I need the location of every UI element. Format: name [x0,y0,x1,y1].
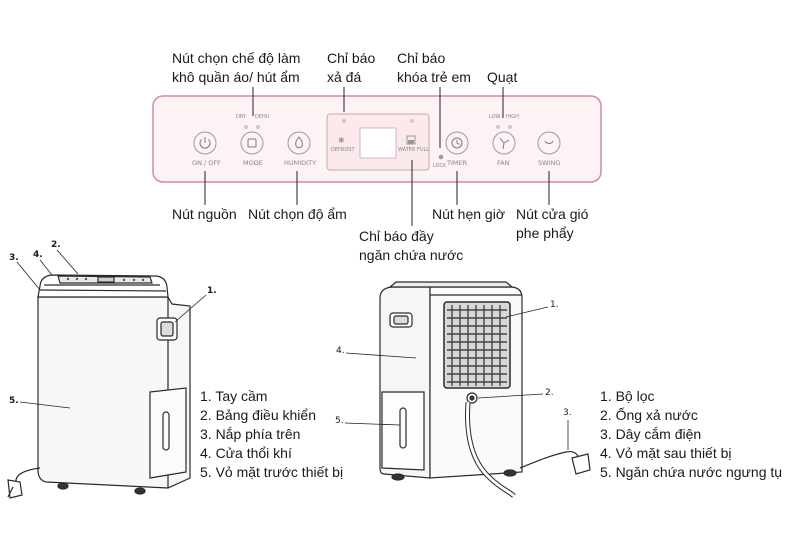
power-icon [199,139,211,149]
callout-defrost-indicator: Chỉ báo xả đá [327,50,376,85]
legend-item: 5. Vỏ mặt trước thiết bị [200,464,344,480]
swing-button-caption: SWING [538,159,561,167]
humidity-button-caption: HUMIDITY [284,159,317,167]
svg-text:❄: ❄ [338,136,345,145]
defrost-caption: DEFROST [331,147,355,153]
mode-icon [247,138,257,148]
front-number-4: 4. [33,250,43,260]
front-number-2: 2. [51,240,61,250]
legend-item: 2. Bảng điều khiển [200,407,316,423]
front-unit-drawing [7,274,191,499]
back-view-legend: 1. Bộ lọc 2. Ống xả nước 3. Dây cắm điện… [600,387,782,482]
callout-power-button: Nút nguồn [172,206,237,222]
clock-icon [451,137,463,149]
legend-item: 3. Dây cắm điện [600,426,702,442]
callout-water-full-indicator: Chỉ báo đầy ngăn chứa nước [359,228,464,263]
high-indicator-caption: HIGH [506,114,519,120]
droplet-icon [295,136,303,149]
legend-item: 5. Ngăn chứa nước ngưng tụ [600,464,783,480]
dehu-indicator-caption: DEHU [255,114,270,120]
legend-item: 1. Tay cầm [200,388,268,404]
back-unit-drawing [379,281,591,498]
callout-child-lock-indicator: Chỉ báo khóa trẻ em [397,50,471,85]
front-number-3: 3. [9,253,19,263]
timer-button-caption: TIMER [447,159,468,167]
front-number-5: 5. [9,396,19,406]
dry-indicator-caption: DRY [236,114,247,120]
legend-item: 2. Ống xả nước [600,407,698,423]
fan-button-caption: FAN [497,159,510,167]
mode-button-caption: MODE [243,159,263,167]
water-full-caption: WATER FULL [398,147,430,153]
callout-swing-button: Nút cửa gió phe phẩy [516,206,589,241]
low-indicator-caption: LOW [489,114,501,120]
legend-item: 4. Vỏ mặt sau thiết bị [600,445,732,461]
back-number-3: 3. [563,408,572,418]
callout-fan: Quạt [487,69,518,85]
back-number-5: 5. [335,416,344,426]
control-panel: ❄ [152,95,602,183]
front-number-1: 1. [207,286,217,296]
back-number-2: 2. [545,388,554,398]
power-button-caption: ON / OFF [192,159,221,167]
lock-caption: LOCK [433,163,447,169]
back-number-1: 1. [550,300,559,310]
filter-grille [447,305,507,386]
legend-item: 4. Cửa thổi khí [200,445,292,461]
legend-item: 1. Bộ lọc [600,388,655,404]
front-view-legend: 1. Tay cầm 2. Bảng điều khiển 3. Nắp phí… [200,387,343,482]
callout-mode-button: Nút chọn chế độ làm khô quần áo/ hút ẩm [172,50,301,85]
back-number-4: 4. [336,346,345,356]
callout-humidity-button: Nút chọn độ ẩm [248,206,347,222]
fan-icon [499,137,510,150]
water-tank-icon [406,135,416,145]
callout-timer-button: Nút hẹn giờ [432,206,506,222]
swing-icon [544,140,554,144]
lock-icon [438,154,444,160]
legend-item: 3. Nắp phía trên [200,426,301,442]
